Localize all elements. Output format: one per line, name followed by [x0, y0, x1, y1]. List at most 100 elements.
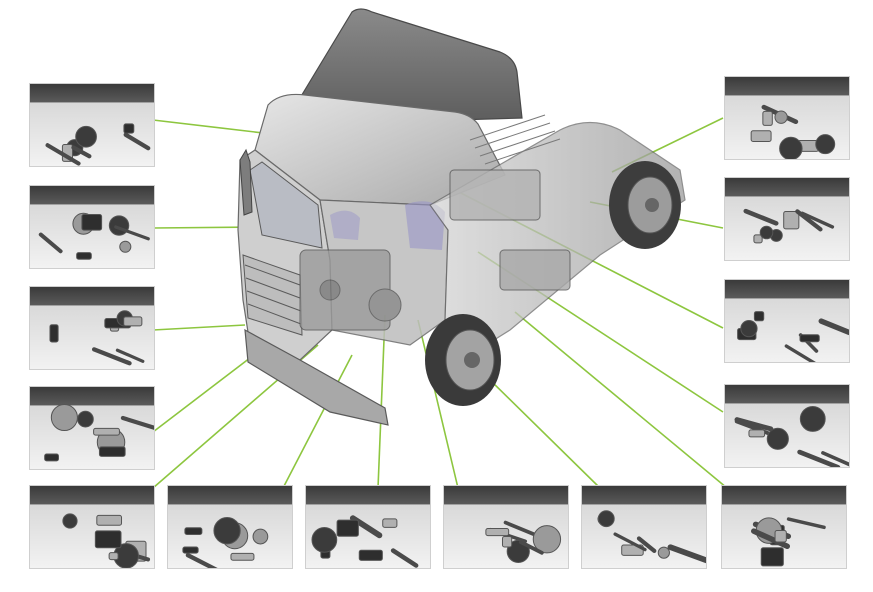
part-shape — [114, 225, 150, 241]
part-shape — [185, 553, 218, 568]
thumbnail-cooling-system[interactable] — [30, 387, 154, 469]
leader-line — [514, 311, 728, 489]
thumbnail-transmission-parts[interactable] — [444, 486, 568, 568]
part-shape — [501, 536, 513, 548]
part-shape — [753, 234, 763, 244]
part-shape — [93, 427, 120, 436]
part-shape — [76, 252, 92, 260]
suspension-arm-icon — [743, 208, 835, 244]
part-shape — [38, 232, 63, 254]
part-shape — [667, 544, 706, 564]
part-shape — [506, 539, 530, 563]
thumbnail-filters-and-shocks[interactable] — [30, 186, 154, 268]
part-shape — [797, 449, 841, 467]
leader-line — [377, 314, 386, 489]
thumbnail-axle-and-hubs[interactable] — [725, 77, 849, 159]
thumbnail-brake-discs-and-pumps[interactable] — [582, 486, 706, 568]
leader-line — [487, 377, 601, 489]
part-shape — [799, 334, 820, 343]
part-shape — [766, 427, 789, 450]
part-shape — [98, 446, 126, 457]
part-shape — [123, 316, 143, 327]
part-shape — [657, 546, 670, 559]
thumbnail-clutch-and-brakes[interactable] — [306, 486, 430, 568]
part-shape — [753, 311, 765, 322]
part-shape — [81, 214, 103, 231]
crankshaft-icon — [62, 513, 151, 568]
seat — [405, 201, 445, 250]
hub-icon — [750, 104, 836, 159]
part-shape — [108, 552, 119, 561]
part-shape — [759, 225, 774, 240]
part-shape — [815, 134, 836, 155]
part-shape — [818, 318, 849, 336]
part-shape — [44, 453, 59, 462]
injector-icon — [737, 311, 849, 362]
steering-rod-icon — [182, 517, 269, 568]
part-shape — [390, 548, 419, 568]
seat — [330, 210, 360, 240]
part-shape — [740, 319, 758, 338]
part-shape — [734, 417, 774, 432]
thumbnail-engine-internals[interactable] — [30, 486, 154, 568]
leader-line — [417, 319, 459, 489]
windshield — [249, 161, 323, 249]
thumbnail-cab-interior-parts[interactable] — [30, 84, 154, 166]
part-shape — [382, 518, 398, 528]
clutch-disc-icon — [311, 515, 419, 568]
lamp-starter-icon — [49, 310, 145, 366]
part-shape — [821, 451, 849, 467]
part-shape — [774, 529, 787, 543]
muffler-icon — [751, 517, 826, 567]
part-shape — [750, 130, 772, 142]
part-shape — [50, 403, 78, 432]
part-shape — [213, 517, 241, 545]
grille — [242, 254, 303, 336]
part-shape — [532, 525, 562, 554]
part-shape — [123, 132, 151, 151]
part-shape — [96, 514, 123, 526]
part-shape — [779, 136, 803, 159]
part-shape — [336, 519, 359, 537]
part-shape — [184, 527, 203, 536]
filter-shock-icon — [38, 212, 150, 260]
cab-roof — [254, 93, 506, 206]
part-shape — [358, 549, 383, 561]
mount-icon — [734, 406, 849, 467]
part-shape — [751, 528, 790, 550]
part-shape — [45, 143, 81, 166]
part-shape — [485, 528, 510, 537]
part-shape — [62, 513, 78, 529]
bumper — [244, 328, 389, 426]
engine-block — [299, 169, 571, 331]
part-shape — [762, 110, 773, 126]
thumbnail-suspension-arms[interactable] — [725, 178, 849, 260]
intercooler-fins — [469, 114, 561, 165]
radiator-fan-icon — [44, 403, 154, 462]
thumbnail-fuel-injection[interactable] — [725, 280, 849, 362]
leader-line — [152, 119, 273, 135]
rear-wheel — [609, 161, 681, 249]
thumbnail-exhaust-system[interactable] — [722, 486, 846, 568]
part-shape — [311, 526, 338, 553]
side-mirror — [239, 148, 253, 216]
part-shape — [230, 552, 255, 561]
thumbnail-drivetrain-mounts[interactable] — [725, 385, 849, 467]
part-shape — [503, 520, 537, 537]
part-shape — [786, 517, 826, 530]
part-shape — [120, 415, 154, 430]
thumbnail-electrical-and-lamps[interactable] — [30, 287, 154, 369]
thumbnail-steering-rods[interactable] — [168, 486, 292, 568]
part-shape — [799, 406, 826, 432]
part-shape — [783, 210, 800, 230]
part-shape — [743, 208, 779, 226]
part-shape — [71, 145, 92, 159]
gear-kit-icon — [485, 520, 562, 563]
part-shape — [75, 125, 97, 148]
part-shape — [597, 510, 615, 528]
part-shape — [518, 540, 544, 555]
part-shape — [613, 532, 647, 552]
part-shape — [774, 110, 788, 124]
